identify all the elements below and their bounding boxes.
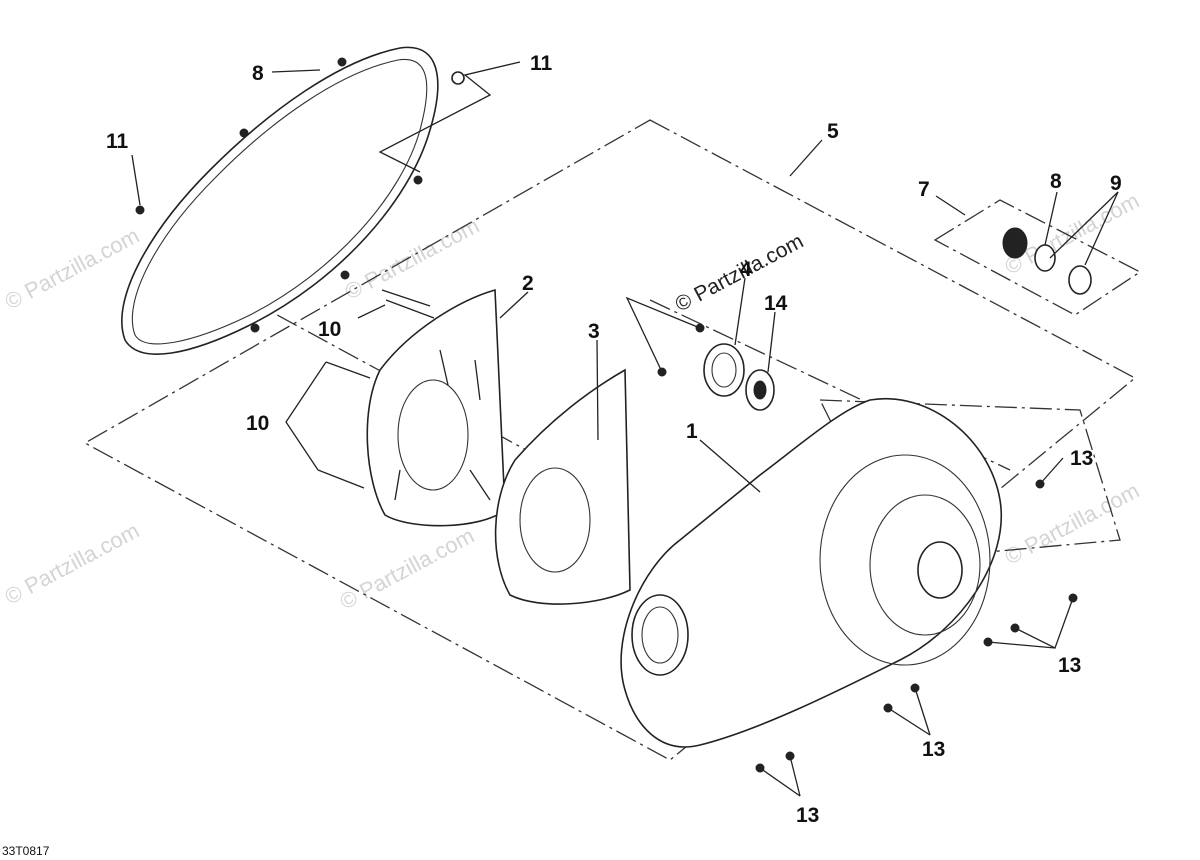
callout-1: 1 bbox=[686, 420, 698, 443]
watermark-faint: © Partzilla.com bbox=[1001, 478, 1144, 570]
plate-slot bbox=[474, 359, 481, 401]
callout-11: 11 bbox=[106, 130, 129, 153]
leader bbox=[914, 687, 931, 736]
cover-intake bbox=[631, 594, 689, 676]
plate-outline bbox=[366, 288, 506, 527]
plate-slot bbox=[469, 469, 491, 501]
leader bbox=[357, 304, 386, 319]
callout-13: 13 bbox=[796, 804, 819, 827]
leader bbox=[1084, 191, 1119, 266]
watermark-faint: © Partzilla.com bbox=[336, 523, 479, 615]
seal-kit-cup bbox=[1002, 227, 1028, 259]
callout-10: 10 bbox=[318, 318, 341, 341]
leader bbox=[131, 154, 141, 206]
leader bbox=[887, 707, 931, 736]
leader bbox=[759, 767, 801, 797]
callout-10: 10 bbox=[246, 412, 269, 435]
callout-9: 9 bbox=[1110, 172, 1122, 195]
leader bbox=[378, 61, 521, 173]
callout-11: 11 bbox=[530, 52, 553, 75]
gasket-hole bbox=[250, 323, 260, 333]
seal-kit-part bbox=[1002, 227, 1092, 295]
bolt-shank bbox=[385, 299, 435, 319]
plate-part bbox=[366, 288, 506, 527]
cover-gasket-hole bbox=[519, 467, 591, 573]
cover-hub bbox=[917, 541, 963, 599]
callout-2: 2 bbox=[522, 272, 534, 295]
callout-8: 8 bbox=[1050, 170, 1062, 193]
leader bbox=[767, 311, 776, 373]
diagram-code: 33T0817 bbox=[2, 844, 50, 858]
cover-gasket-part bbox=[494, 368, 631, 605]
cover-outline bbox=[620, 397, 1003, 748]
plate-hole bbox=[397, 379, 469, 491]
bolt-shank bbox=[325, 361, 371, 379]
gasket-hole bbox=[340, 270, 350, 280]
seal-kit-ring bbox=[1068, 265, 1092, 295]
dowel-pin bbox=[451, 71, 465, 85]
leader bbox=[987, 641, 1056, 649]
callout-5: 5 bbox=[827, 120, 839, 143]
callout-13: 13 bbox=[1070, 447, 1093, 470]
bolts bbox=[317, 289, 1078, 773]
bearing-core bbox=[753, 380, 767, 400]
callout-14: 14 bbox=[764, 292, 788, 315]
cover-gasket-outline bbox=[494, 368, 631, 605]
watermark-faint: © Partzilla.com bbox=[1, 518, 144, 610]
callout-7: 7 bbox=[918, 178, 930, 201]
gasket-hole bbox=[135, 205, 145, 215]
cover-intake-inner bbox=[641, 606, 679, 664]
leader bbox=[499, 291, 529, 319]
callout-8: 8 bbox=[252, 62, 264, 85]
leader bbox=[271, 69, 321, 73]
seal-kit-ring bbox=[1034, 244, 1056, 272]
callout-4: 4 bbox=[740, 258, 752, 281]
gasket-hole bbox=[413, 175, 423, 185]
gasket-inner-edge bbox=[131, 58, 428, 345]
leader bbox=[1049, 191, 1119, 259]
leader bbox=[734, 277, 746, 346]
bolt-shank bbox=[381, 289, 431, 307]
leader bbox=[789, 755, 801, 797]
callout-13: 13 bbox=[1058, 654, 1081, 677]
seal-bearing-part bbox=[703, 343, 775, 411]
gasket-part bbox=[121, 46, 465, 355]
leader bbox=[596, 339, 599, 441]
cover-dome-inner bbox=[869, 494, 981, 636]
callout-13: 13 bbox=[922, 738, 945, 761]
seal-ring bbox=[703, 343, 745, 397]
crankcase-cover-part bbox=[620, 397, 1003, 748]
leader bbox=[699, 439, 761, 493]
leader bbox=[1039, 457, 1064, 485]
cover-dome bbox=[819, 454, 991, 666]
bolt-shank bbox=[317, 469, 365, 489]
gasket-hole bbox=[239, 128, 249, 138]
callout-3: 3 bbox=[588, 320, 600, 343]
plate-slot bbox=[439, 349, 449, 386]
leader bbox=[789, 139, 823, 177]
plate-slot bbox=[394, 469, 401, 501]
leader bbox=[285, 361, 327, 471]
gasket-hole bbox=[337, 57, 347, 67]
leader bbox=[1014, 597, 1074, 649]
frame-outer bbox=[83, 119, 1137, 761]
leader bbox=[935, 195, 966, 216]
callout-labels: 8 11 11 5 7 8 9 2 4 14 3 10 10 1 13 13 1… bbox=[106, 52, 1122, 827]
leader bbox=[1044, 191, 1058, 246]
leader-lines bbox=[131, 61, 1119, 797]
frame-seal-kit bbox=[933, 199, 1142, 316]
seal-ring-inner bbox=[711, 352, 737, 388]
leader bbox=[625, 296, 701, 373]
gasket-outline bbox=[121, 46, 439, 355]
watermark-faint: © Partzilla.com bbox=[1, 223, 144, 315]
